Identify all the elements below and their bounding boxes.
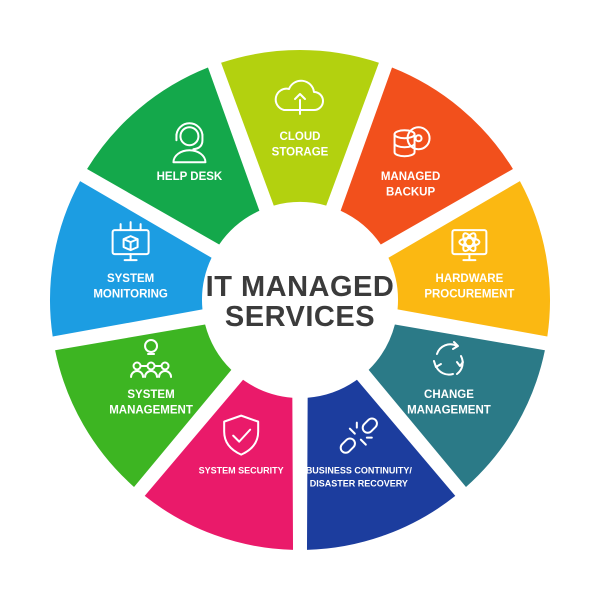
segment-label: BACKUP [386, 187, 436, 199]
segment-label: BUSINESS CONTINUITY/ [306, 466, 413, 476]
segment-shape [221, 50, 379, 206]
center-title-line1: IT MANAGED [205, 271, 395, 303]
segment-system-monitoring: SYSTEM MONITORING [50, 181, 212, 337]
monitor-cube-icon [111, 221, 150, 262]
broken-chain-icon [339, 417, 378, 454]
segment-label: MONITORING [93, 289, 168, 301]
team-idea-icon [130, 339, 173, 378]
segment-shape [144, 379, 294, 550]
segment-managed-backup: MANAGED BACKUP [340, 67, 513, 245]
database-disc-icon [393, 126, 431, 158]
segment-business-continuity-disaster-recovery: BUSINESS CONTINUITY/DISASTER RECOVERY [306, 379, 456, 550]
cycle-arrows-icon [432, 341, 464, 376]
segment-label: HARDWARE [436, 273, 504, 285]
segment-label: SYSTEM SECURITY [199, 466, 284, 476]
segment-label: MANAGED [381, 171, 440, 183]
segment-shape [368, 324, 545, 487]
shield-check-icon [223, 414, 260, 456]
segment-label: HELP DESK [157, 171, 223, 183]
segment-label: DISASTER RECOVERY [310, 479, 408, 489]
cloud-upload-icon [274, 79, 324, 115]
segment-label: STORAGE [272, 147, 329, 159]
segment-shape [55, 324, 232, 487]
center-title-line2: SERVICES [224, 301, 376, 333]
segment-shape [87, 67, 260, 245]
segment-shape [340, 67, 513, 245]
segment-label: MANAGEMENT [407, 405, 491, 417]
segment-label: CHANGE [424, 389, 474, 401]
segment-label: MANAGEMENT [109, 405, 193, 417]
segment-label: CLOUD [280, 131, 321, 143]
monitor-atom-icon [451, 229, 488, 262]
segment-system-management: SYSTEM MANAGEMENT [55, 324, 232, 487]
segment-hardware-procurement: HARDWARE PROCUREMENT [388, 181, 550, 337]
segment-system-security: SYSTEM SECURITY [144, 379, 294, 550]
segment-help-desk: HELP DESK [87, 67, 260, 245]
segment-cloud-storage: CLOUD STORAGE [221, 50, 379, 206]
segment-shape [306, 379, 456, 550]
headset-agent-icon [172, 122, 207, 164]
center-title: IT MANAGED SERVICES [180, 272, 420, 332]
segment-label: SYSTEM [107, 273, 154, 285]
segment-change-management: CHANGE MANAGEMENT [368, 324, 545, 487]
segment-label: SYSTEM [127, 389, 174, 401]
segment-label: PROCUREMENT [424, 289, 514, 301]
